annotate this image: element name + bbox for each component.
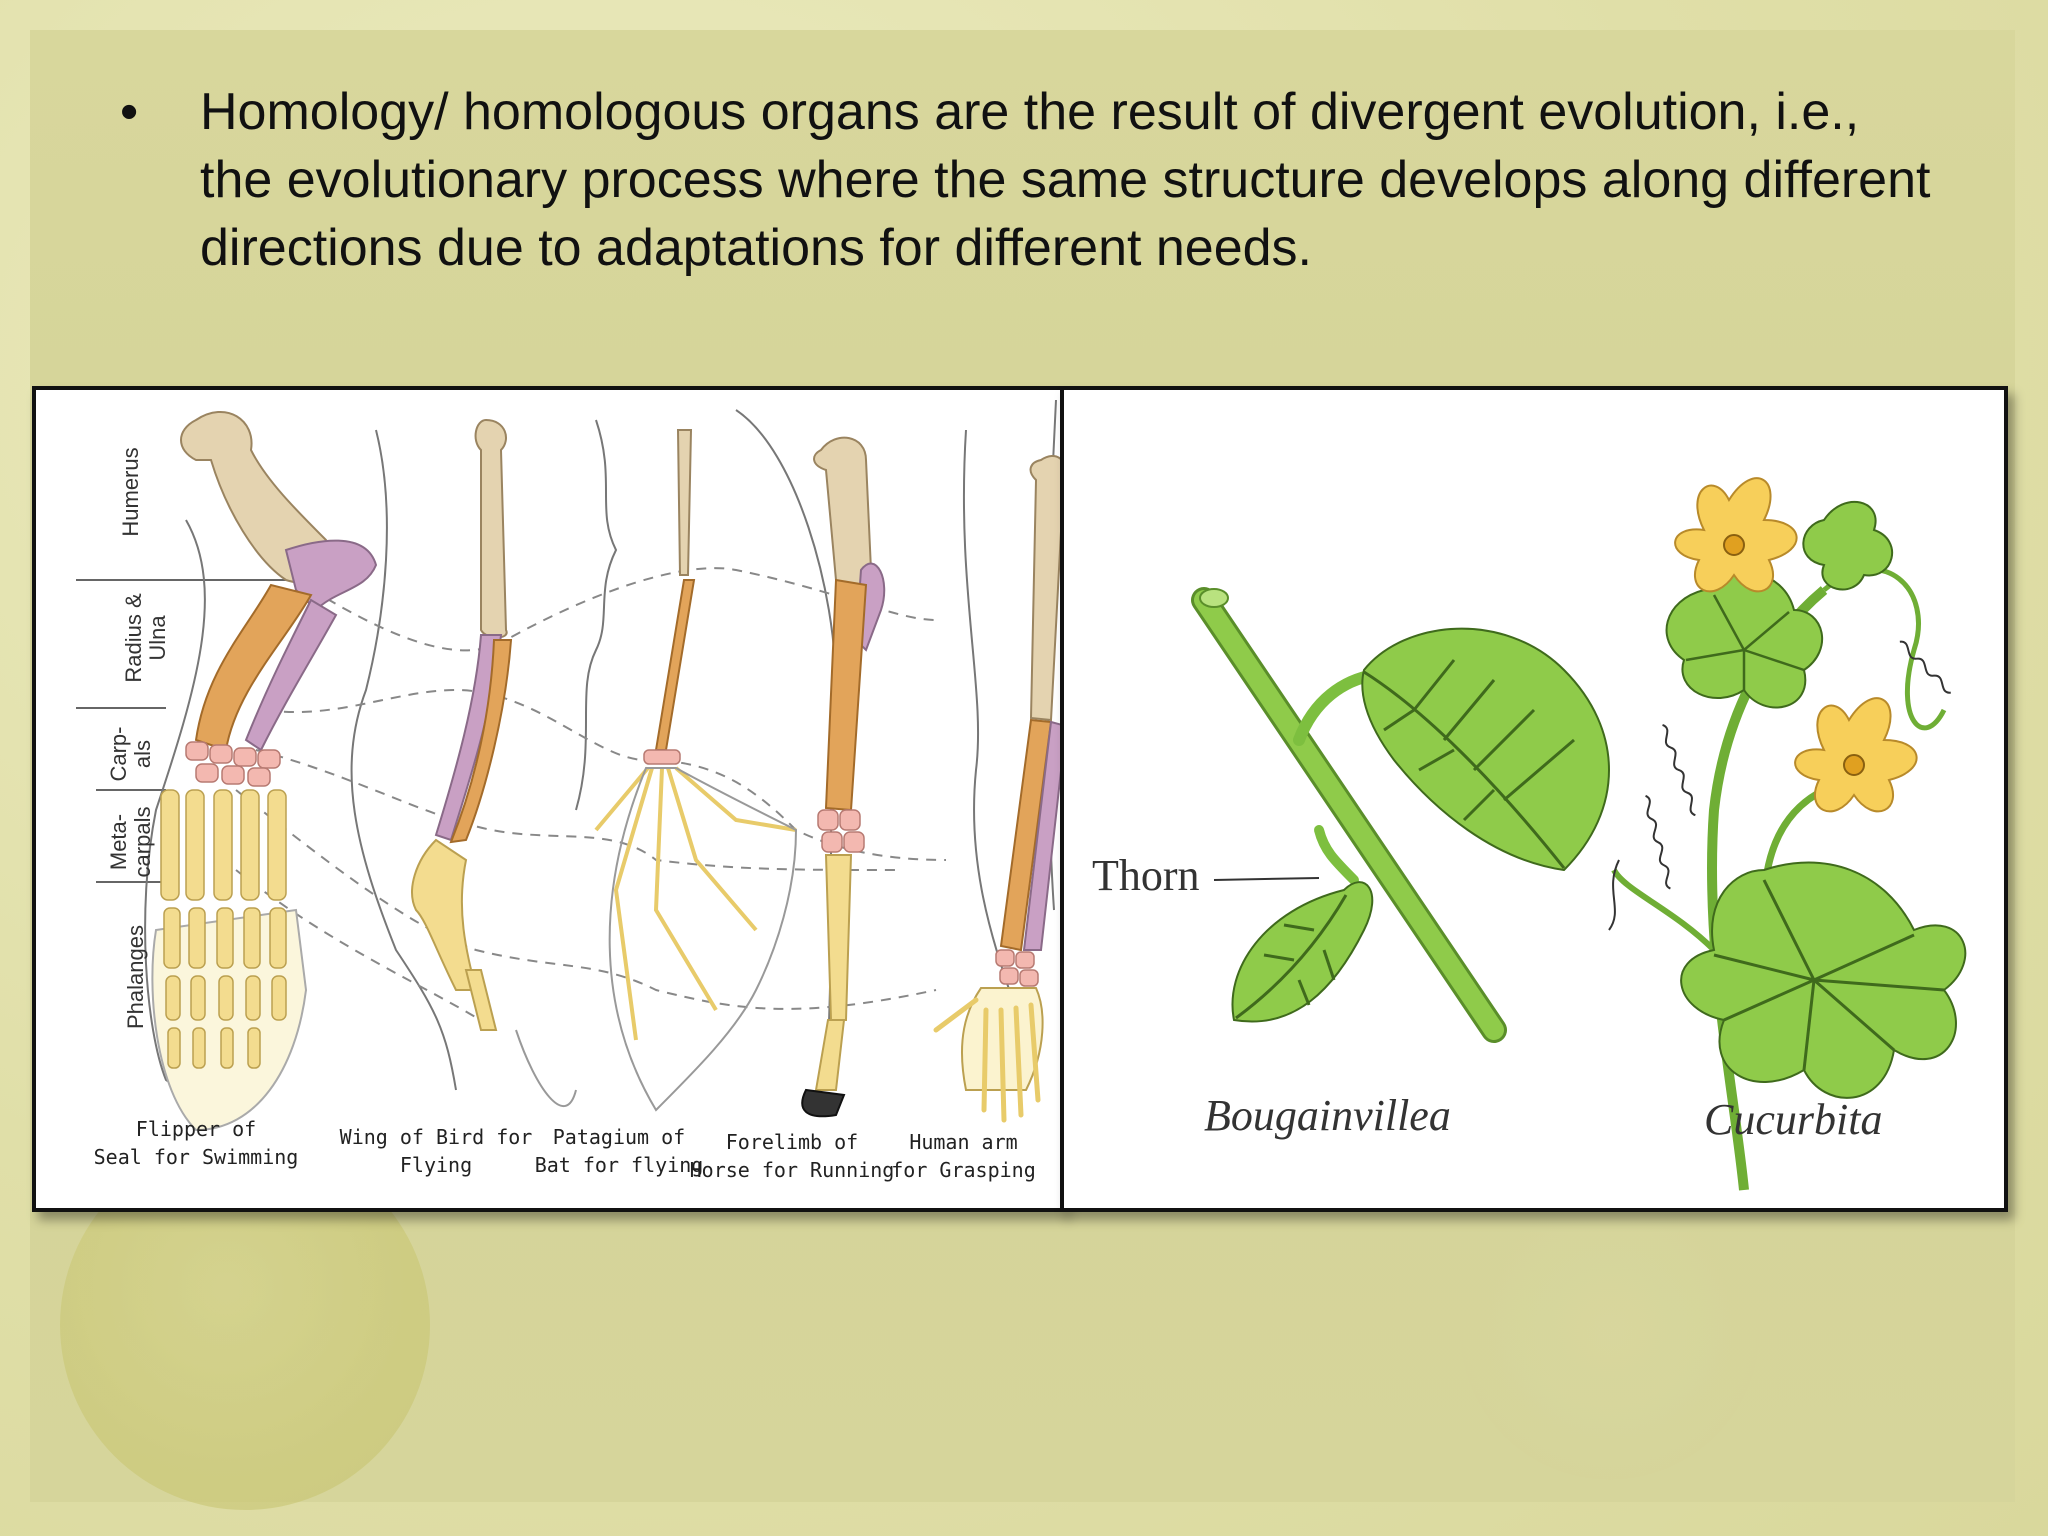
plant-diagram: Thorn Bougainvillea Cucurbita [1060,386,2008,1212]
label-carpals: Carp- als [106,726,155,782]
caption-human: Human arm for Grasping [891,1130,1036,1182]
caption-seal: Flipper of Seal for Swimming [93,1117,299,1169]
label-bougainvillea: Bougainvillea [1204,1091,1451,1140]
label-thorn: Thorn [1092,851,1200,900]
label-phalanges: Phalanges [123,925,148,1029]
label-cucurbita: Cucurbita [1704,1095,1883,1144]
bullet-point: • Homology/ homologous organs are the re… [120,78,1940,282]
caption-bird: Wing of Bird for Flying [339,1125,533,1177]
forelimb-diagram: Humerus Radius & Ulna Carp- als Meta- ca… [32,386,1064,1212]
bullet-text: Homology/ homologous organs are the resu… [200,83,1931,277]
background-circle [1460,1180,1760,1480]
label-radius-ulna: Radius & Ulna [121,593,170,683]
label-metacarpals: Meta- carpals [106,806,155,878]
caption-bat: Patagium of Bat for flying [534,1125,704,1177]
caption-horse: Forelimb of Horse for Running [689,1130,895,1182]
forelimb-illustration [76,399,1060,1132]
plant-illustration [1191,477,1967,1191]
label-humerus: Humerus [118,447,143,537]
bullet-marker: • [120,83,139,141]
